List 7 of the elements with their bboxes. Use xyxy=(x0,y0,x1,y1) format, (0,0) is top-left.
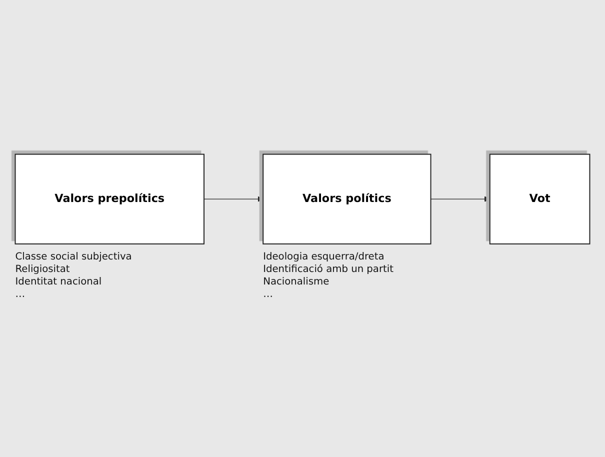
note-text: Ideologia esquerra/dreta Identificació amb un partit Nacionalisme … xyxy=(263,252,394,300)
node-box: Valors prepolítics xyxy=(14,154,204,244)
node-box: Valors polítics xyxy=(262,154,432,244)
arrow xyxy=(430,196,490,202)
node-box: Vot xyxy=(489,154,590,244)
note-text: Classe social subjectiva Religiositat Identitat nacional … xyxy=(15,252,132,300)
arrow xyxy=(204,196,264,202)
